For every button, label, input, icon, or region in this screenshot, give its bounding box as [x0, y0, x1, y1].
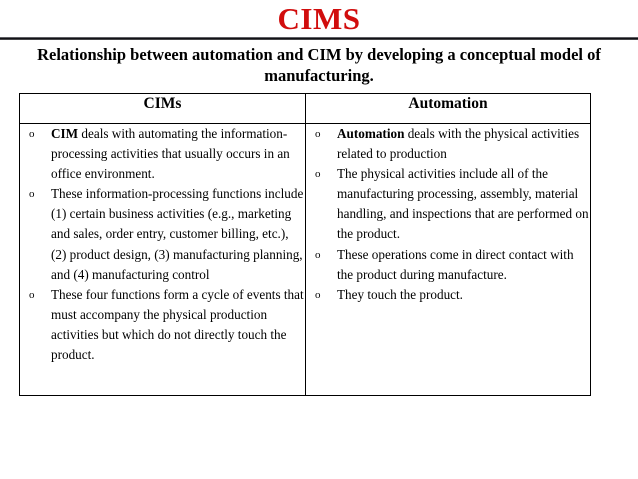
list-item: o The physical activities include all of… — [306, 164, 590, 244]
list-item-text: These four functions form a cycle of eve… — [51, 286, 304, 363]
list-item-text: The physical activities include all of t… — [337, 166, 589, 242]
bullet-marker-icon: o — [29, 288, 35, 301]
list-item: o These information-processing functions… — [20, 184, 305, 284]
bullet-marker-icon: o — [29, 128, 35, 140]
list-item-text: These information-processing functions i… — [51, 186, 304, 282]
page-title: CIMS — [277, 1, 361, 36]
bullet-marker-icon: o — [29, 188, 35, 201]
list-item-text: These operations come in direct contact … — [337, 246, 574, 282]
bullet-marker-icon: o — [315, 128, 321, 140]
bullet-marker-icon: o — [315, 288, 321, 301]
list-item-text: They touch the product. — [337, 286, 463, 302]
list-item: o Automation deals with the physical act… — [306, 124, 590, 164]
list-item-lead: CIM — [51, 126, 79, 141]
automation-bullet-list: o Automation deals with the physical act… — [306, 124, 590, 305]
table-header-row: CIMs Automation — [19, 93, 591, 124]
bullet-marker-icon: o — [315, 248, 321, 261]
list-item: o These operations come in direct contac… — [306, 245, 590, 285]
column-header-cims: CIMs — [19, 93, 306, 124]
list-item-text: deals with the physical activities relat… — [337, 126, 580, 162]
automation-cell: o Automation deals with the physical act… — [305, 123, 591, 396]
column-header-automation: Automation — [305, 93, 591, 124]
comparison-table: CIMs Automation o CIM deals with automat… — [19, 93, 591, 396]
cims-cell: o CIM deals with automating the informat… — [19, 123, 306, 396]
list-item-text: deals with automating the information-pr… — [51, 126, 290, 182]
bullet-marker-icon: o — [315, 168, 321, 181]
list-item: o CIM deals with automating the informat… — [20, 124, 305, 184]
cims-bullet-list: o CIM deals with automating the informat… — [20, 124, 305, 365]
table-body-row: o CIM deals with automating the informat… — [19, 123, 591, 396]
list-item: o These four functions form a cycle of e… — [20, 285, 305, 365]
list-item-lead: Automation — [337, 126, 405, 141]
subtitle-text: Relationship between automation and CIM … — [37, 45, 601, 85]
list-item: o They touch the product. — [306, 285, 590, 305]
title-divider — [0, 37, 638, 40]
